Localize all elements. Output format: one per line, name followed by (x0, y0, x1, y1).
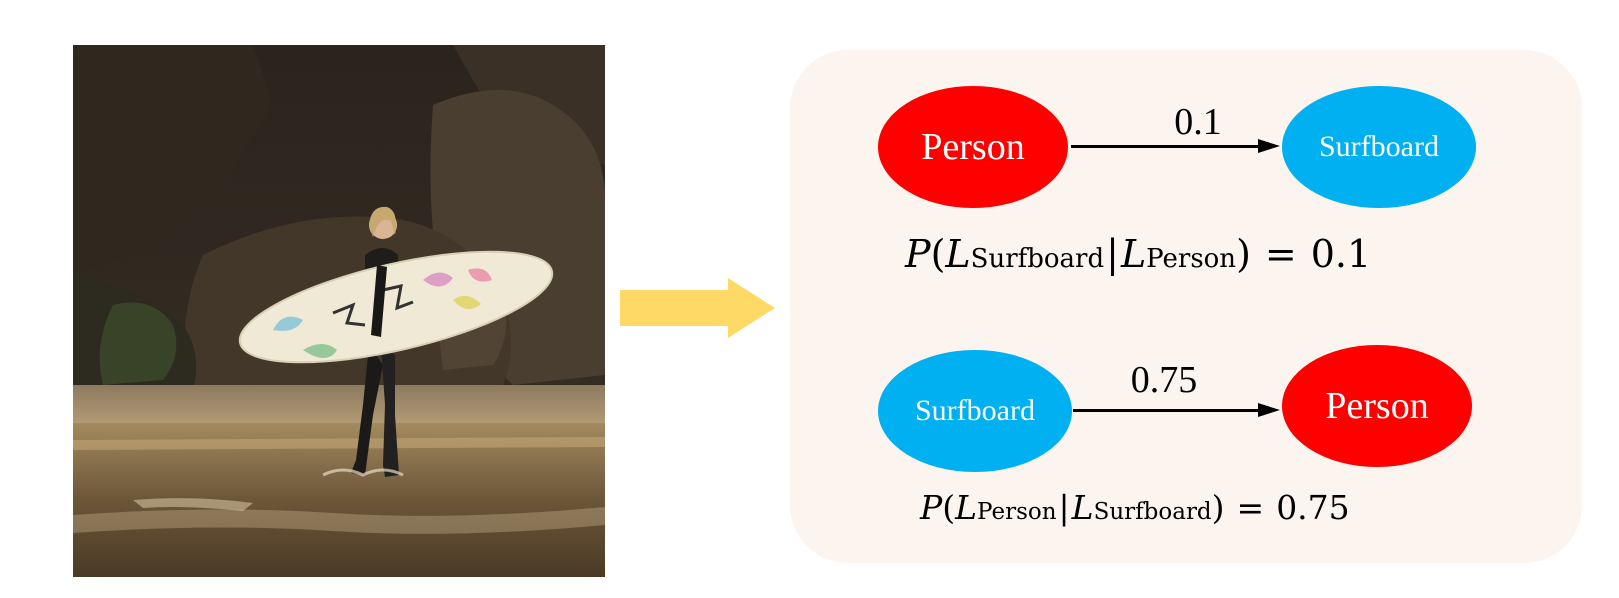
formula-p: P (905, 232, 931, 276)
edge-arrowhead-icon (1258, 403, 1280, 417)
surfboard-node: Surfboard (878, 350, 1072, 472)
formula-l: L (1120, 232, 1147, 276)
formula-given-bar: | (1106, 232, 1119, 276)
formula-subscript: Person (977, 499, 1057, 525)
formula-l: L (945, 232, 971, 276)
person-node: Person (878, 86, 1068, 208)
formula-close-paren: ) (1211, 488, 1225, 527)
formula-close-paren: ) (1236, 232, 1251, 276)
formula-subscript: Surfboard (1093, 499, 1212, 525)
formula-l: L (955, 488, 978, 527)
formula-open-paren: ( (930, 232, 946, 276)
formula-value: 0.1 (1310, 232, 1372, 276)
edge-weight-label: 0.1 (1174, 101, 1222, 143)
formula-equals: = (1236, 488, 1265, 527)
edge-weight-label: 0.75 (1130, 359, 1198, 401)
surfer-photo (73, 45, 605, 577)
surfboard-node: Surfboard (1282, 86, 1476, 208)
edge-line (1073, 409, 1261, 412)
formula-p: P (920, 488, 943, 527)
formula-value: 0.75 (1276, 488, 1350, 527)
formula-subscript: Surfboard (970, 244, 1105, 274)
edge-arrowhead-icon (1258, 139, 1280, 153)
formula-given-bar: | (1058, 488, 1070, 527)
formula-open-paren: ( (942, 488, 956, 527)
surfer-photo-illustration (73, 45, 605, 577)
formula-subscript: Person (1146, 244, 1237, 274)
transition-arrow-icon (620, 278, 775, 338)
formula-l: L (1071, 488, 1094, 527)
person-node: Person (1282, 345, 1472, 467)
formula-equals: = (1264, 232, 1297, 276)
edge-line (1071, 145, 1261, 148)
